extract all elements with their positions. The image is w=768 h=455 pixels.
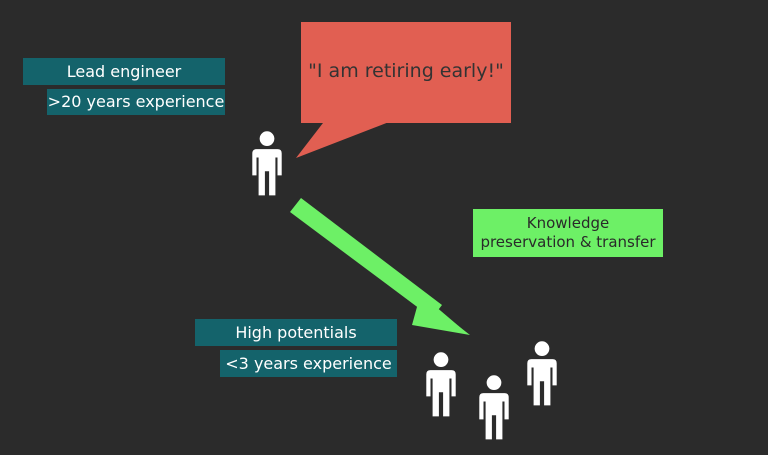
knowledge-line-1: Knowledge — [526, 214, 610, 232]
high-potential-person-icon — [426, 352, 456, 417]
speech-quote: "I am retiring early!" — [308, 60, 504, 82]
speech-bubble: "I am retiring early!" — [301, 22, 511, 123]
high-potential-person-icon — [479, 375, 509, 440]
high-potential-person-icon — [527, 341, 557, 406]
transfer-arrow-icon — [290, 198, 470, 335]
high-potentials-title: High potentials — [195, 319, 397, 346]
lead-engineer-experience: >20 years experience — [47, 89, 225, 115]
knowledge-transfer-box: Knowledge preservation & transfer — [473, 209, 663, 257]
lead-engineer-person-icon — [252, 131, 282, 196]
high-potentials-experience: <3 years experience — [220, 350, 397, 377]
lead-engineer-title: Lead engineer — [23, 58, 225, 85]
knowledge-line-2: preservation & transfer — [480, 233, 656, 251]
